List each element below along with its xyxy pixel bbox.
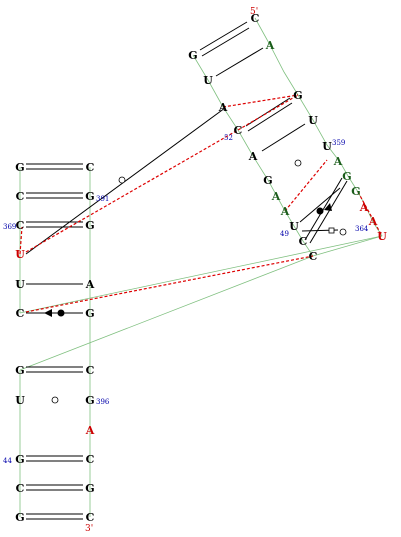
wobble-circle [51,396,59,404]
nucleotide: U [289,220,299,233]
nucleotide: A [85,278,95,291]
wobble-circle [339,228,347,236]
nucleotide: C [16,482,25,495]
position-number: 359 [332,139,345,147]
position-number: 49 [280,230,289,238]
nucleotide: C [16,190,25,203]
nucleotide: G [188,49,197,62]
left-strand-nucleotides: G U A C A G A A U C C [188,49,317,263]
wobble-circle [294,159,302,167]
nucleotide: G [85,219,94,232]
nucleotide: U [15,248,25,261]
nucleotide: A [85,424,95,437]
nucleotide: C [86,453,95,466]
nucleotide: C [86,364,95,377]
nucleotide: G [15,364,24,377]
position-number: 364 [355,225,369,233]
nucleotide: A [248,150,258,163]
tertiary-interactions [19,94,383,313]
nucleotide: G [85,190,94,203]
nucleotide: U [203,74,213,87]
nucleotide: C [16,307,25,320]
position-number: 391 [96,195,109,203]
nucleotide: C [86,511,95,524]
backbone-link-top [312,235,383,257]
nucleotide: G [342,170,351,183]
nucleotide: G [85,307,94,320]
nucleotide: G [15,453,24,466]
backbone-crossover-1 [19,235,383,314]
nucleotide: G [351,185,360,198]
backbone-left-strand [192,54,314,257]
nucleotide: C [234,124,243,137]
position-number: 396 [96,398,110,406]
nucleotide: G [293,89,302,102]
nucleotide: C [16,219,25,232]
square-symbol [328,227,335,234]
position-number: 52 [224,134,233,142]
nucleotide: A [280,205,290,218]
pair-symbols [26,159,347,404]
base-pairs [25,21,348,520]
nucleotide: A [359,201,369,214]
nucleotide: C [309,250,318,263]
position-numbers: 52 359 391 369 49 364 396 44 [3,134,369,465]
nucleotide: A [333,155,343,168]
wobble-circle [118,176,126,184]
nucleotide: U [308,114,318,127]
nucleotide: A [218,101,228,114]
nucleotide: U [15,278,25,291]
nucleotide: A [271,190,281,203]
three-prime-end: 3' [85,524,93,534]
position-number: 44 [3,457,12,465]
five-prime-end: 5' [250,7,258,17]
nucleotide: G [15,511,24,524]
nucleotide: U [322,140,332,153]
nucleotide: C [299,235,308,248]
nucleotide: G [263,174,272,187]
nucleotide: G [15,161,24,174]
nucleotide: U [377,230,387,243]
left-helix-nucleotides: G C C U U C G U G C G C G G A G C G A C … [15,161,95,524]
filled-triangle [324,203,332,211]
filled-circle [316,207,324,215]
backbone-lines [19,17,383,517]
position-number: 369 [3,223,16,231]
nucleotide: A [368,215,378,228]
nucleotide: G [85,394,94,407]
backbone-crossover-2 [19,255,314,371]
nucleotide: G [85,482,94,495]
right-strand-nucleotides: C A G U U A G G A A U [251,12,388,243]
nucleotide: U [15,394,25,407]
nucleotide: C [251,12,260,25]
nucleotide: A [265,39,275,52]
backbone-right-strand [254,17,383,237]
nucleotide: C [86,161,95,174]
